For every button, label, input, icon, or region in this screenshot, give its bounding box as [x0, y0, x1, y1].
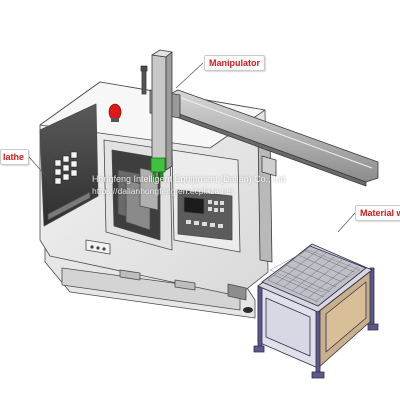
- coolant-port: [243, 307, 253, 313]
- gripper-icon: [150, 157, 166, 182]
- control-buttons: [186, 200, 224, 228]
- keypad: [54, 151, 78, 185]
- lathe-machine: [39, 81, 269, 319]
- warning-beacon-icon: [108, 103, 122, 122]
- material-leader: [337, 212, 356, 233]
- lathe-leader: [28, 156, 47, 177]
- control-screen: [183, 196, 205, 215]
- lathe-callout: lathe: [0, 149, 30, 165]
- z-axis-arm: [151, 54, 167, 171]
- gantry-manipulator: [140, 49, 379, 263]
- material-warehouse: [253, 243, 379, 379]
- material-warehouse-callout: Material w: [355, 205, 400, 221]
- manipulator-leader: [175, 62, 204, 89]
- material-parts-grid: [267, 245, 359, 303]
- manipulator-callout: Manipulator: [204, 55, 265, 71]
- signal-tower-icon: [141, 67, 147, 95]
